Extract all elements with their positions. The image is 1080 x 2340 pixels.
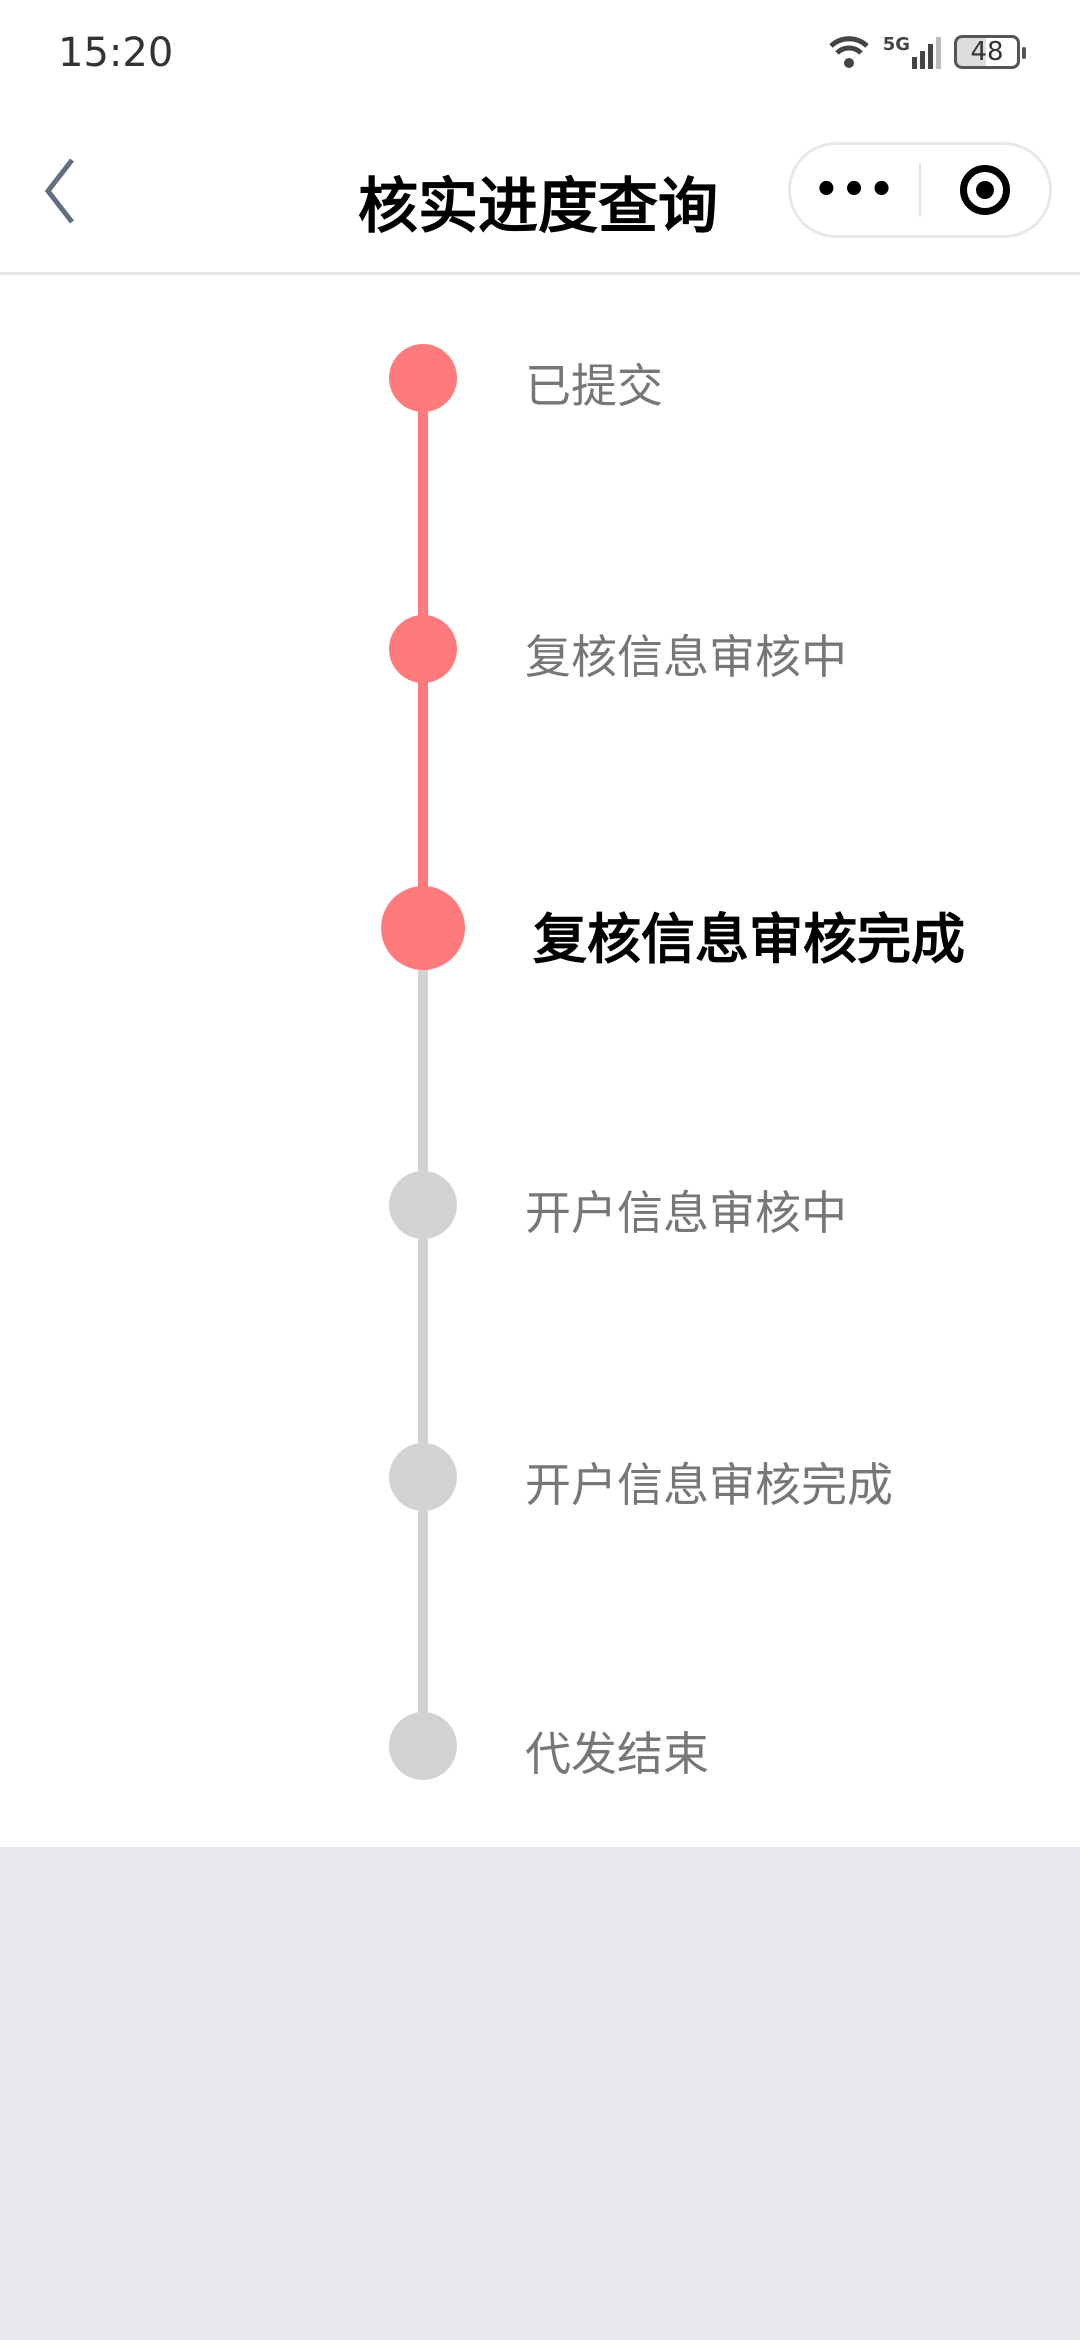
- back-icon[interactable]: [40, 156, 80, 226]
- step-label: 代发结束: [525, 1727, 709, 1781]
- timeline-connector: [418, 1205, 428, 1477]
- step-label: 复核信息审核中: [525, 630, 847, 684]
- close-mini-program-button[interactable]: [921, 145, 1049, 235]
- step-label: 已提交: [525, 359, 663, 413]
- step-dot-done: [389, 615, 457, 683]
- status-bar: 15:20 5G 48: [0, 0, 1080, 110]
- status-time: 15:20: [58, 30, 174, 76]
- battery-icon: 48: [954, 35, 1026, 69]
- content-area: [0, 0, 1080, 1847]
- more-button[interactable]: •••: [791, 145, 919, 235]
- timeline-connector: [418, 649, 428, 928]
- timeline-connector: [418, 928, 428, 1205]
- wifi-icon: [828, 36, 869, 68]
- step-dot-pending: [389, 1171, 457, 1239]
- nav-bar: 核实进度查询 •••: [0, 110, 1080, 275]
- battery-level: 48: [970, 37, 1004, 67]
- page-title: 核实进度查询: [358, 172, 718, 242]
- network-type: 5G: [882, 33, 910, 55]
- signal-icon: [912, 37, 941, 69]
- step-dot-current: [381, 886, 465, 970]
- mini-program-capsule: •••: [788, 142, 1052, 238]
- target-icon: [960, 165, 1010, 215]
- step-label: 复核信息审核完成: [533, 908, 965, 971]
- step-label: 开户信息审核完成: [525, 1458, 893, 1512]
- step-dot-pending: [389, 1443, 457, 1511]
- step-label: 开户信息审核中: [525, 1186, 847, 1240]
- status-icons: 5G 48: [827, 33, 1026, 70]
- step-dot-pending: [389, 1712, 457, 1780]
- timeline-connector: [418, 1477, 428, 1746]
- step-dot-done: [389, 344, 457, 412]
- capsule-divider: [919, 163, 921, 217]
- more-dots-icon: •••: [813, 167, 897, 213]
- timeline-connector: [418, 378, 428, 649]
